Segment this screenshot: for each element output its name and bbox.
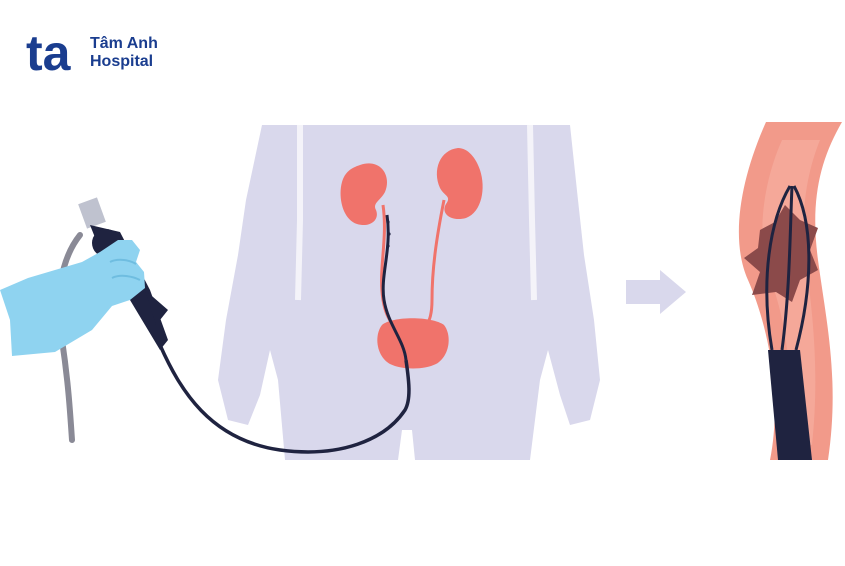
scope-in-ureter [381, 214, 408, 361]
logo-line-2: Hospital [90, 53, 154, 70]
hospital-logo: ta Tâm Anh Hospital [26, 30, 158, 76]
logo-line-1: Tâm Anh [90, 35, 158, 52]
hand-glove-icon [0, 240, 145, 356]
kidney-icon [340, 148, 483, 226]
scope-tip-markers [386, 220, 391, 248]
bladder-icon [377, 318, 449, 369]
body-silhouette [218, 124, 600, 460]
ureter-stone-icon [738, 122, 842, 460]
arrow-right-icon [626, 270, 686, 314]
logo-mark-text: ta [26, 30, 72, 76]
logo-mark-icon: ta [26, 30, 72, 76]
endoscope-cable [158, 344, 411, 454]
logo-wordmark: Tâm Anh Hospital [90, 35, 158, 71]
